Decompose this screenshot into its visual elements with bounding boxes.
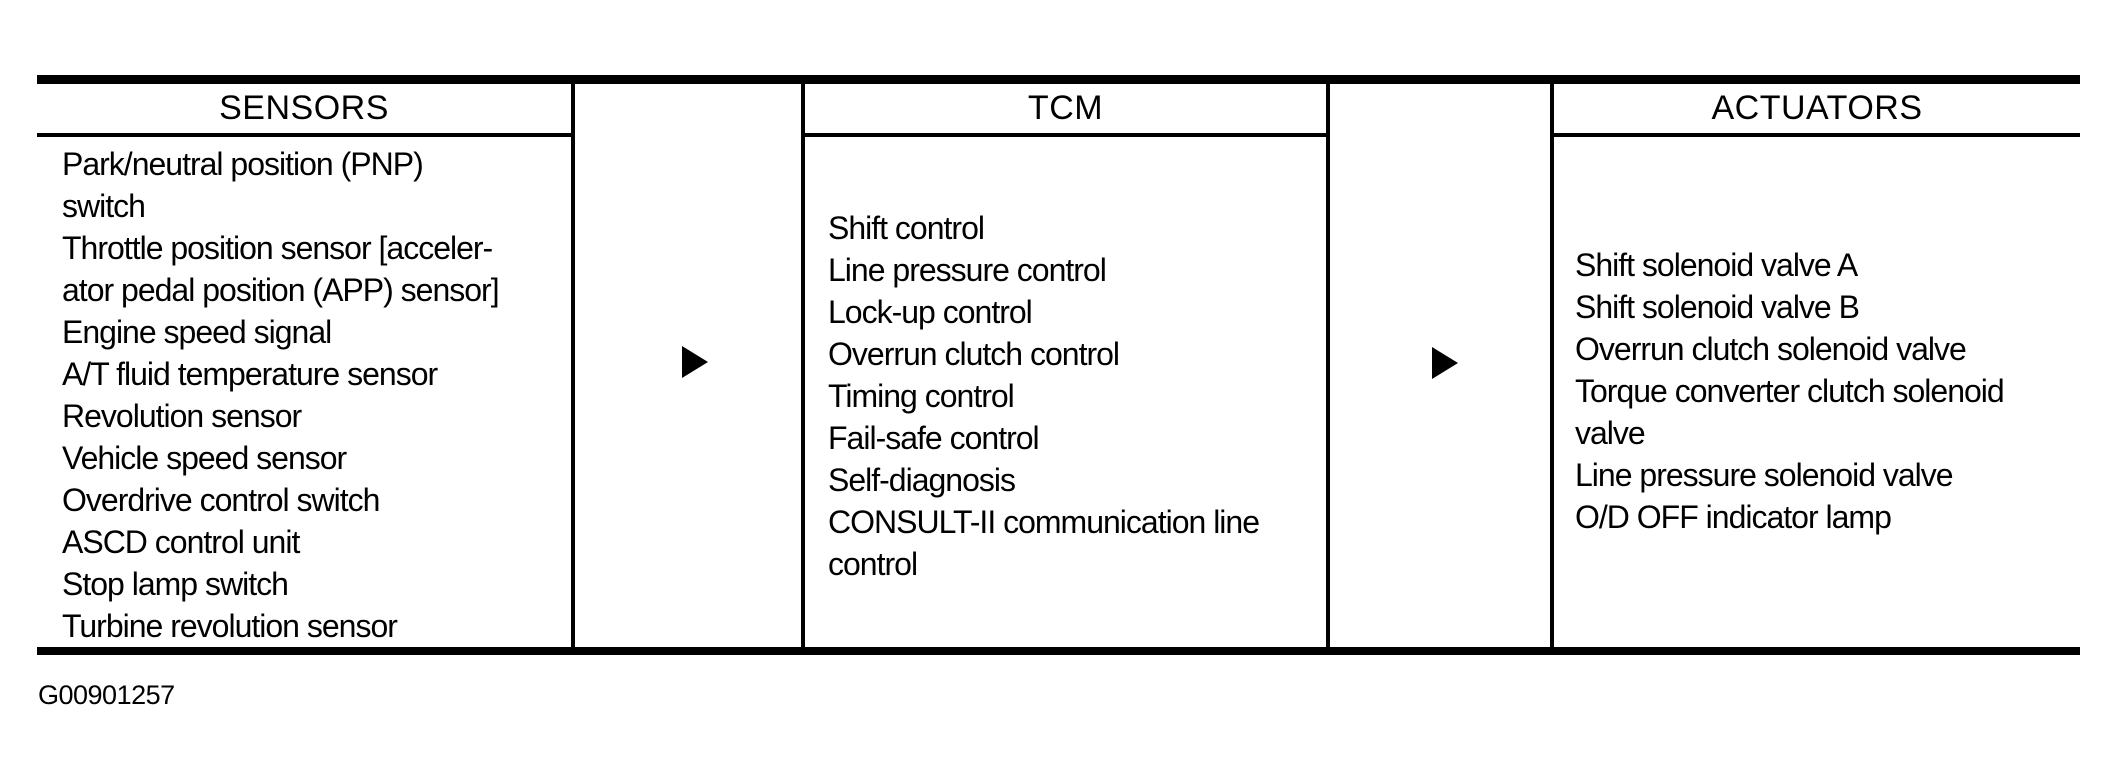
list-item-line: Overrun clutch solenoid valve (1575, 331, 1967, 367)
list-item-line: Throttle position sensor [acceler- (62, 230, 493, 266)
list-item-line: A/T fluid temperature sensor (62, 356, 438, 392)
list-item-line: CONSULT-II communication line (828, 504, 1260, 540)
list-item-line: Shift solenoid valve A (1575, 247, 1858, 283)
list-item-line: ASCD control unit (62, 524, 300, 560)
list-item-line: Timing control (828, 378, 1015, 414)
list-item-line: Self-diagnosis (828, 462, 1016, 498)
list-item-line: Overdrive control switch (62, 482, 380, 518)
list-item-line: Revolution sensor (62, 398, 302, 434)
header-underline (805, 133, 1326, 137)
list-item-line: valve (1575, 415, 1646, 451)
list-item-line: Line pressure control (828, 252, 1107, 288)
list-item-line: Vehicle speed sensor (62, 440, 347, 476)
list-item-line: Torque converter clutch solenoid (1575, 373, 2005, 409)
table-top-border (37, 75, 2080, 84)
list-item-line: Park/neutral position (PNP) (62, 146, 424, 182)
column-divider (801, 84, 805, 647)
header-underline (1554, 133, 2080, 137)
flow-arrow-icon (1432, 347, 1458, 379)
list-item-line: Shift solenoid valve B (1575, 289, 1860, 325)
tcm-header: TCM (1027, 89, 1104, 127)
list-item-line: control (828, 546, 918, 582)
list-item-line: Stop lamp switch (62, 566, 289, 602)
actuators-header: ACTUATORS (1711, 89, 1923, 127)
column-divider (571, 84, 575, 647)
list-item-line: Engine speed signal (62, 314, 332, 350)
figure-code: G00901257 (38, 680, 175, 710)
actuators-list: Shift solenoid valve A Shift solenoid val… (1575, 244, 2080, 538)
column-divider (1326, 84, 1330, 647)
list-item-line: Turbine revolution sensor (62, 608, 398, 644)
list-item-line: Fail-safe control (828, 420, 1040, 456)
table-bottom-border (37, 647, 2080, 655)
list-item-line: Lock-up control (828, 294, 1033, 330)
header-underline (37, 133, 571, 137)
list-item-line: O/D OFF indicator lamp (1575, 499, 1892, 535)
flow-arrow-icon (682, 346, 708, 378)
list-item-line: ator pedal position (APP) sensor] (62, 272, 500, 308)
list-item-line: Line pressure solenoid valve (1575, 457, 1954, 493)
list-item-line: Overrun clutch control (828, 336, 1120, 372)
list-item-line: switch (62, 188, 146, 224)
column-divider (1550, 84, 1554, 647)
list-item-line: Shift control (828, 210, 985, 246)
sensors-header: SENSORS (219, 89, 389, 127)
